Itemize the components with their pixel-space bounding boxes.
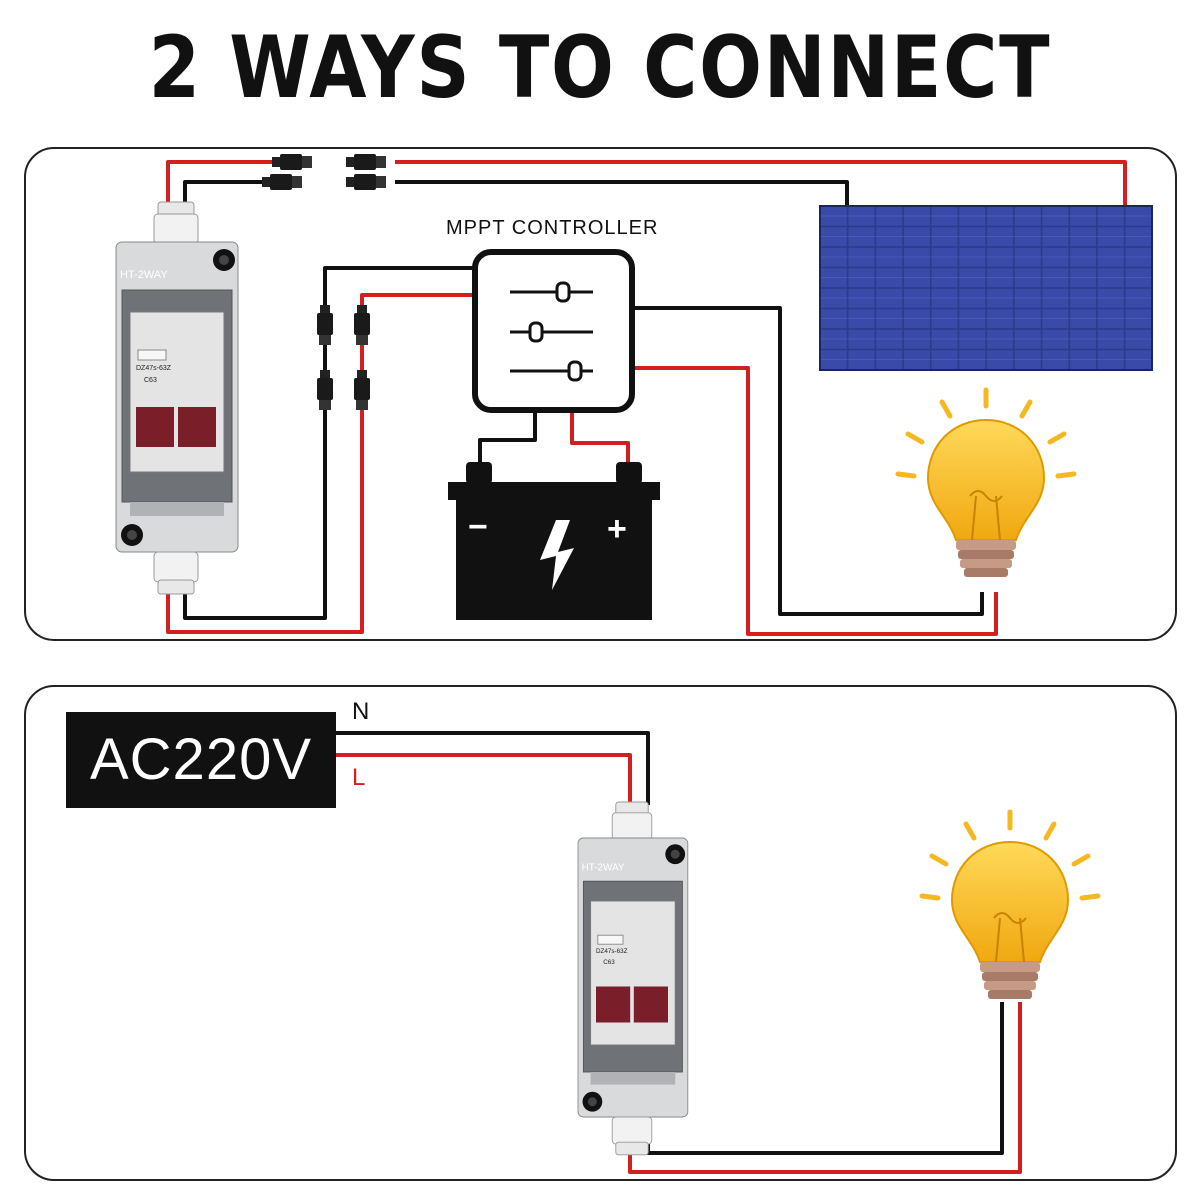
mc4-connector-icon bbox=[262, 154, 386, 190]
breaker-model-label: DZ47s-63Z bbox=[136, 365, 172, 372]
light-bulb-icon bbox=[898, 390, 1074, 577]
wire-solar-positive-box bbox=[166, 160, 285, 205]
battery-plus: + bbox=[607, 510, 627, 548]
wire-controller-bulb-red bbox=[632, 366, 998, 636]
wire-neutral bbox=[336, 731, 650, 805]
battery-minus: − bbox=[468, 508, 488, 546]
box-brand-label: HT-2WAY bbox=[120, 269, 168, 281]
wire-controller-battery-red bbox=[570, 410, 630, 464]
controller-label: MPPT CONTROLLER bbox=[446, 217, 659, 239]
wire-controller-bulb-black bbox=[632, 306, 984, 616]
battery-icon: − + bbox=[448, 462, 660, 620]
breaker-box-bottom: HT-2WAY DZ47s-63Z C63 bbox=[577, 801, 689, 1156]
lightning-icon bbox=[540, 520, 574, 590]
neutral-label: N bbox=[352, 698, 370, 725]
page-title: 2 WAYS TO CONNECT bbox=[148, 18, 1052, 118]
wire-solar-positive bbox=[395, 160, 1127, 205]
breaker-box-top: HT-2WAY DZ47s-63Z C63 bbox=[115, 201, 239, 595]
wire-box-controller-black bbox=[183, 266, 475, 620]
breaker-rating-label: C63 bbox=[144, 377, 157, 384]
wire-controller-battery-black bbox=[478, 410, 537, 464]
light-bulb-icon bbox=[922, 812, 1098, 999]
wire-live bbox=[336, 753, 632, 805]
wire-box-controller-red bbox=[166, 293, 475, 634]
wire-bottom-black bbox=[646, 1002, 1004, 1155]
wire-solar-negative bbox=[395, 180, 849, 205]
ac-source-label: AC220V bbox=[66, 712, 336, 808]
breaker-model-label: DZ47s-63Z bbox=[596, 948, 628, 955]
mppt-controller-icon bbox=[472, 249, 635, 413]
breaker-rating-label: C63 bbox=[603, 959, 615, 966]
live-label: L bbox=[352, 764, 366, 791]
wire-solar-negative-box bbox=[183, 180, 285, 205]
solar-panel-icon bbox=[819, 205, 1153, 371]
box-brand-label: HT-2WAY bbox=[582, 862, 625, 873]
wire-bottom-red bbox=[628, 1002, 1022, 1174]
